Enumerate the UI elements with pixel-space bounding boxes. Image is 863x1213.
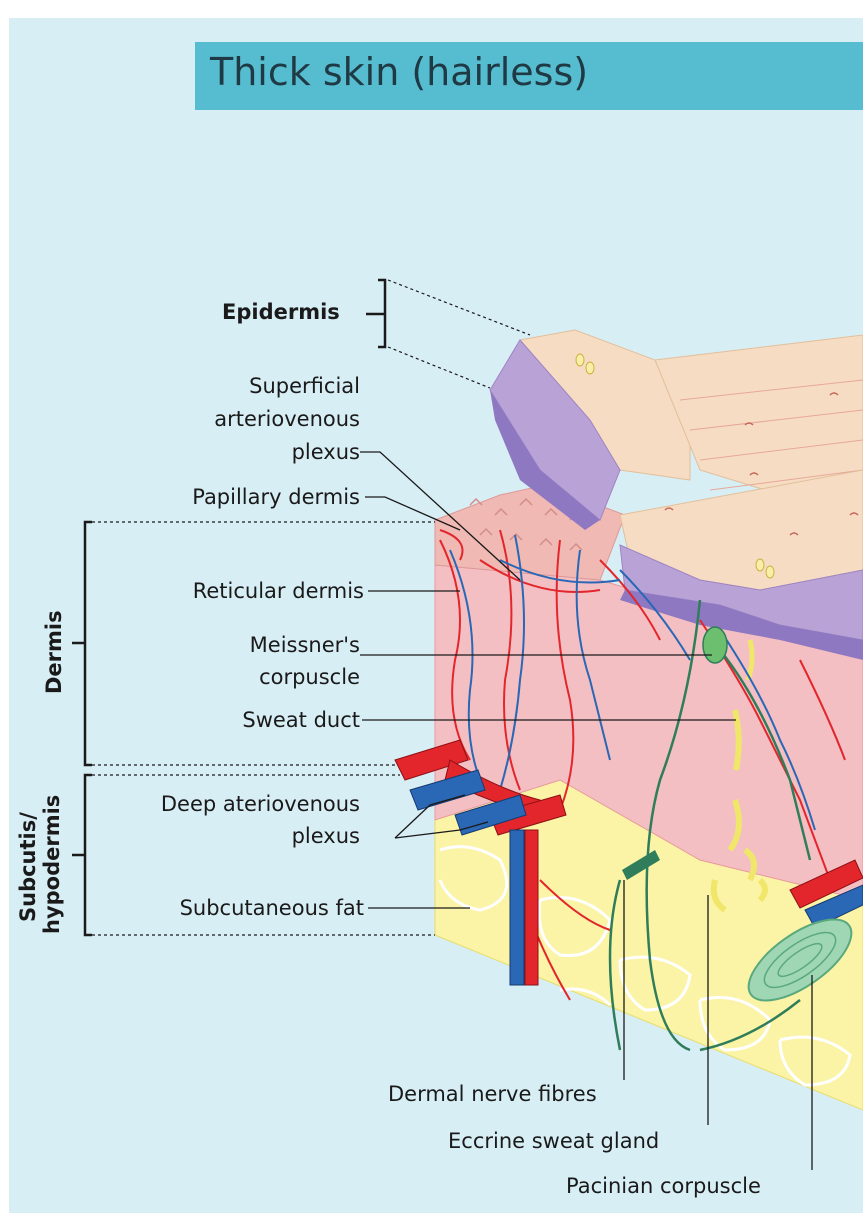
label-subcutaneous-fat: Subcutaneous fat xyxy=(126,895,364,922)
label-superficial-plexus-2: arteriovenous xyxy=(172,406,360,433)
label-pacinian-corpuscle: Pacinian corpuscle xyxy=(566,1173,761,1200)
epidermis-bracket xyxy=(366,280,385,347)
side-label-hypodermis: hypodermis xyxy=(40,795,64,934)
dermis-bracket xyxy=(72,522,92,765)
label-deep-plexus-1: Deep ateriovenous xyxy=(104,791,360,818)
label-dermal-nerve-fibres: Dermal nerve fibres xyxy=(388,1081,597,1108)
label-epidermis: Epidermis xyxy=(222,299,340,326)
label-papillary-dermis: Papillary dermis xyxy=(146,484,360,511)
label-deep-plexus-2: plexus xyxy=(272,823,360,850)
side-label-dermis: Dermis xyxy=(42,610,66,694)
label-eccrine-sweat-gland: Eccrine sweat gland xyxy=(448,1128,659,1155)
label-reticular-dermis: Reticular dermis xyxy=(140,578,364,605)
meissner-corpuscle xyxy=(703,627,727,663)
label-superficial-plexus-1: Superficial xyxy=(218,373,360,400)
label-sweat-duct: Sweat duct xyxy=(208,707,360,734)
label-superficial-plexus-3: plexus xyxy=(272,439,360,466)
subcutis-bracket xyxy=(72,775,92,935)
label-meissner-1: Meissner's xyxy=(214,632,360,659)
label-meissner-2: corpuscle xyxy=(232,664,360,691)
side-label-subcutis: Subcutis/ xyxy=(16,812,40,922)
